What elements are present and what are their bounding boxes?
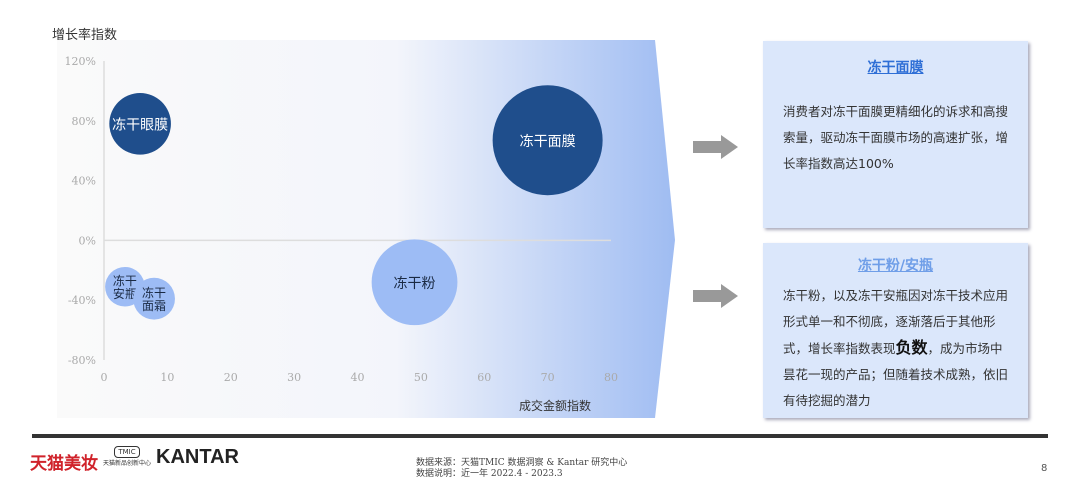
tmic-logo-mark: TMIC (114, 446, 140, 458)
bubble-label: 安瓶 (113, 286, 137, 301)
tmic-logo: TMIC 天猫新品创新中心 (103, 446, 151, 467)
card-body-text: ，成为市场中昙花一现的产品；但随着技术成熟，依旧有待挖掘的潜力 (783, 341, 1009, 408)
bubble-chart: 120% 80% 40% 0% -40% -80% 0 10 20 30 40 50 60 70 80 冻干眼… (57, 40, 675, 418)
bubble-label: 冻干面膜 (520, 133, 576, 150)
note-text: 数据说明：近一年 2022.4 - 2023.3 (416, 469, 563, 479)
card-body: 消费者对冻干面膜更精细化的诉求和高搜索量，驱动冻干面膜市场的高速扩张，增长率指数… (783, 104, 1009, 171)
x-tick-label: 0 (101, 371, 108, 384)
bubble-label: 冻干 (113, 273, 137, 288)
y-tick-label: 0% (79, 234, 96, 247)
arrow-right-icon (693, 135, 738, 159)
x-tick-label: 30 (287, 371, 301, 384)
card-title: 冻干面膜 (867, 60, 924, 76)
bubble: 冻干粉 (371, 239, 458, 326)
data-source: 数据来源：天猫TMIC 数据洞察 & Kantar 研究中心数据说明：近一年 2… (416, 458, 627, 480)
bubble-label: 冻干 (142, 285, 166, 300)
tmall-beauty-logo: 天猫美妆 (30, 454, 98, 474)
card-title: 冻干粉/安瓶 (857, 258, 934, 274)
y-tick-label: 80% (72, 115, 96, 128)
y-tick-label: -80% (68, 354, 96, 367)
x-tick-label: 20 (224, 371, 238, 384)
y-tick-label: 40% (72, 175, 96, 188)
page-number: 8 (1041, 463, 1048, 474)
card-body-bold: 负数 (895, 338, 928, 357)
bubble-circle (109, 92, 171, 155)
footer-divider (32, 434, 1048, 438)
insight-card-powder-ampoule: 冻干粉/安瓶 冻干粉，以及冻干安瓶因对冻干技术应用形式单一和不彻底，逐渐落后于其… (763, 243, 1028, 418)
y-tick-label: 120% (65, 55, 96, 68)
insight-card-face-mask: 冻干面膜 消费者对冻干面膜更精细化的诉求和高搜索量，驱动冻干面膜市场的高速扩张，… (763, 41, 1028, 228)
bubble-circle (492, 85, 603, 196)
y-tick-label: -40% (68, 294, 96, 307)
x-tick-label: 70 (541, 371, 555, 384)
y-axis-label: 增长率指数 (52, 28, 118, 43)
bubble-label: 面霜 (142, 299, 166, 313)
x-tick-label: 50 (414, 371, 428, 384)
bubble-label: 冻干眼膜 (112, 116, 168, 133)
x-axis-label: 成交金额指数 (519, 399, 592, 413)
card-body: 冻干粉，以及冻干安瓶因对冻干技术应用形式单一和不彻底，逐渐落后于其他形式，增长率… (763, 275, 1028, 414)
bubble: 冻干面膜 (492, 85, 603, 196)
x-tick-label: 80 (604, 371, 618, 384)
arrow-right-icon (693, 284, 738, 308)
bubble-circle (133, 277, 175, 320)
source-text: 数据来源：天猫TMIC 数据洞察 & Kantar 研究中心 (416, 458, 628, 468)
bubble: 冻干眼膜 (109, 92, 171, 155)
x-tick-label: 10 (160, 371, 174, 384)
kantar-logo: KANTAR (156, 446, 239, 468)
x-tick-label: 40 (351, 371, 365, 384)
bubble-label: 冻干粉 (394, 275, 436, 292)
bubble-circle (371, 239, 458, 326)
x-tick-label: 60 (477, 371, 491, 384)
card-body-text: 冻干粉，以及冻干安瓶因对冻干技术应用形式单一和不彻底，逐渐落后于其他形式，增长率… (783, 288, 1009, 356)
tmic-logo-sub: 天猫新品创新中心 (103, 460, 152, 467)
